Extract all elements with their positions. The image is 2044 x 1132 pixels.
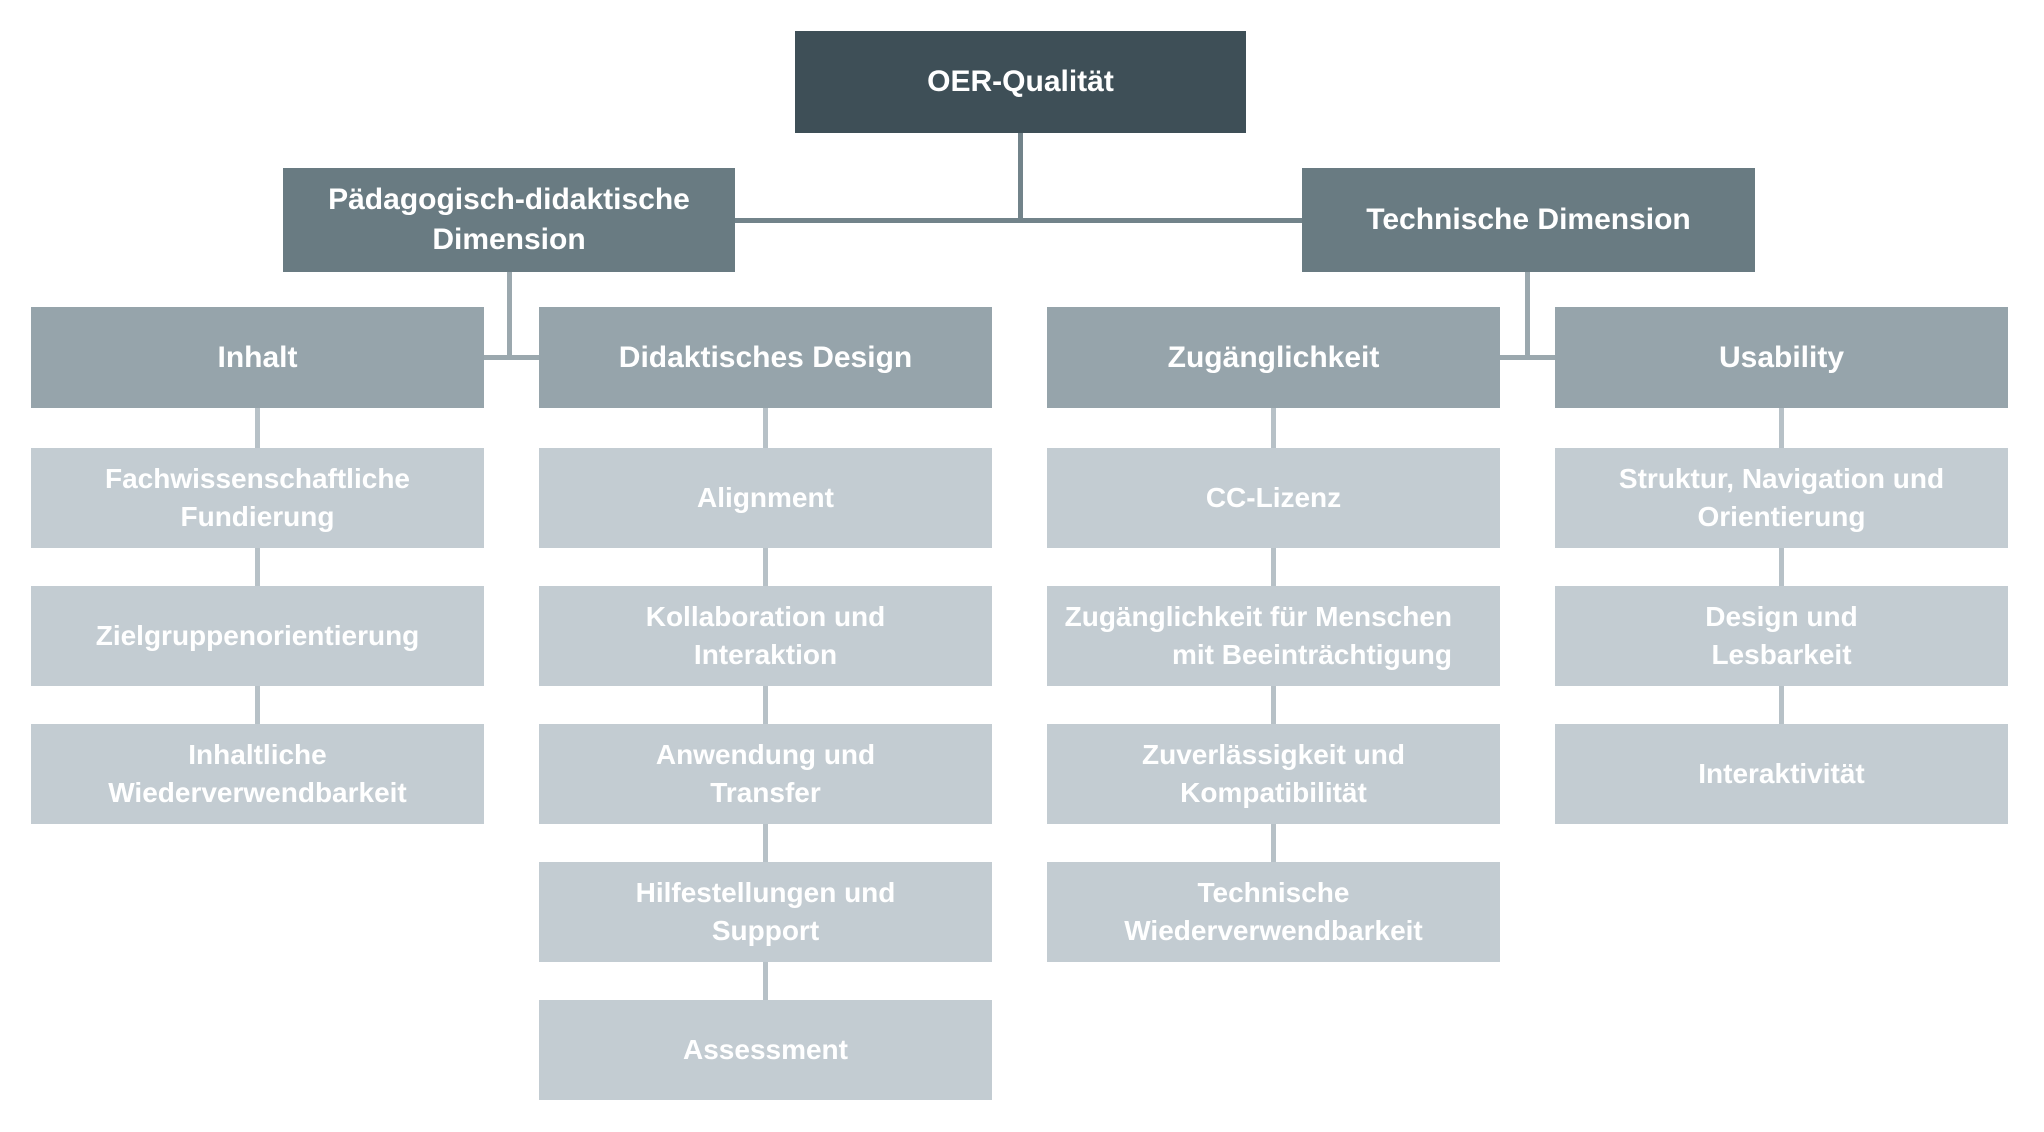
connector-usability-2 [1779, 686, 1784, 724]
connector-didaktisches-design-2 [763, 686, 768, 724]
connector-didaktisches-design-3 [763, 824, 768, 862]
criterion-node-label: Hilfestellungen und Support [635, 877, 896, 946]
criterion-node-cc-lizenz: CC-Lizenz [1047, 448, 1500, 548]
criterion-node-label: Inhaltliche Wiederverwendbarkeit [108, 739, 407, 808]
criterion-node-label: Technische Wiederverwendbarkeit [1124, 877, 1423, 946]
connector-root-vertical [1018, 133, 1023, 222]
connector-inhalt-2 [255, 686, 260, 724]
criterion-node-label: Struktur, Navigation und Orientierung [1618, 463, 1945, 532]
criterion-node-zuverlaessigkeit-und-kompatibilitaet: Zuverlässigkeit und Kompatibilität [1047, 724, 1500, 824]
category-node-label: Usability [1718, 340, 1845, 374]
criterion-node-design-und-lesbarkeit: Design und Lesbarkeit [1555, 586, 2008, 686]
dimension-node-label: Pädagogisch-didaktische Dimension [328, 183, 690, 256]
criterion-node-label: CC-Lizenz [1205, 482, 1342, 513]
criterion-node-fachwissenschaftliche-fundierung: Fachwissenschaftliche Fundierung [31, 448, 484, 548]
category-node-label: Didaktisches Design [618, 340, 913, 374]
connector-dimension1-vertical [1525, 272, 1530, 360]
connector-didaktisches-design-4 [763, 962, 768, 1000]
connector-usability-0 [1779, 408, 1784, 448]
connector-dimension0-tbar [484, 355, 539, 360]
connector-zugaenglichkeit-2 [1271, 686, 1276, 724]
criterion-node-label: Alignment [697, 482, 834, 513]
category-node-label: Inhalt [217, 340, 298, 374]
category-node-didaktisches-design: Didaktisches Design [539, 307, 992, 408]
criterion-node-assessment: Assessment [539, 1000, 992, 1100]
connector-zugaenglichkeit-0 [1271, 408, 1276, 448]
dimension-node-label: Technische Dimension [1366, 203, 1691, 236]
criterion-node-alignment: Alignment [539, 448, 992, 548]
criterion-node-label: Kollaboration und Interaktion [645, 601, 886, 670]
criterion-node-label: Zugänglichkeit für Menschen mit Beeinträ… [1064, 601, 1452, 670]
dimension-node-technische-dimension: Technische Dimension [1302, 168, 1755, 272]
connector-dimension1-tbar [1500, 355, 1555, 360]
criterion-node-interaktivitaet: Interaktivität [1555, 724, 2008, 824]
criterion-node-zugaenglichkeit-fuer-menschen-mit-beeintraechtigung: Zugänglichkeit für Menschen mit Beeinträ… [1047, 586, 1500, 686]
dimension-node-paedagogisch-didaktische-dimension: Pädagogisch-didaktische Dimension [283, 168, 735, 272]
criterion-node-label: Design und Lesbarkeit [1705, 601, 1858, 670]
category-node-inhalt: Inhalt [31, 307, 484, 408]
criterion-node-label: Assessment [683, 1034, 848, 1065]
connector-zugaenglichkeit-1 [1271, 548, 1276, 586]
connector-zugaenglichkeit-3 [1271, 824, 1276, 862]
connector-usability-1 [1779, 548, 1784, 586]
connector-inhalt-0 [255, 408, 260, 448]
criterion-node-label: Anwendung und Transfer [655, 739, 876, 808]
criterion-node-label: Zuverlässigkeit und Kompatibilität [1142, 739, 1405, 808]
category-node-label: Zugänglichkeit [1167, 340, 1380, 374]
connector-inhalt-1 [255, 548, 260, 586]
criterion-node-kollaboration-und-interaktion: Kollaboration und Interaktion [539, 586, 992, 686]
connector-dimension0-vertical [507, 272, 512, 360]
root-node-oer-qualitaet: OER-Qualität [795, 31, 1246, 133]
criterion-node-label: Interaktivität [1698, 758, 1865, 789]
criterion-node-struktur-navigation-und-orientierung: Struktur, Navigation und Orientierung [1555, 448, 2008, 548]
criterion-node-inhaltliche-wiederverwendbarkeit: Inhaltliche Wiederverwendbarkeit [31, 724, 484, 824]
criterion-node-label: Fachwissenschaftliche Fundierung [104, 463, 410, 532]
category-node-zugaenglichkeit: Zugänglichkeit [1047, 307, 1500, 408]
criterion-node-technische-wiederverwendbarkeit: Technische Wiederverwendbarkeit [1047, 862, 1500, 962]
criterion-node-anwendung-und-transfer: Anwendung und Transfer [539, 724, 992, 824]
criterion-node-hilfestellungen-und-support: Hilfestellungen und Support [539, 862, 992, 962]
criterion-node-zielgruppenorientierung: Zielgruppenorientierung [31, 586, 484, 686]
connector-root-horizontal-bus [735, 218, 1302, 223]
root-node-label: OER-Qualität [927, 65, 1114, 98]
connector-didaktisches-design-1 [763, 548, 768, 586]
criterion-node-label: Zielgruppenorientierung [95, 620, 420, 651]
connector-didaktisches-design-0 [763, 408, 768, 448]
category-node-usability: Usability [1555, 307, 2008, 408]
